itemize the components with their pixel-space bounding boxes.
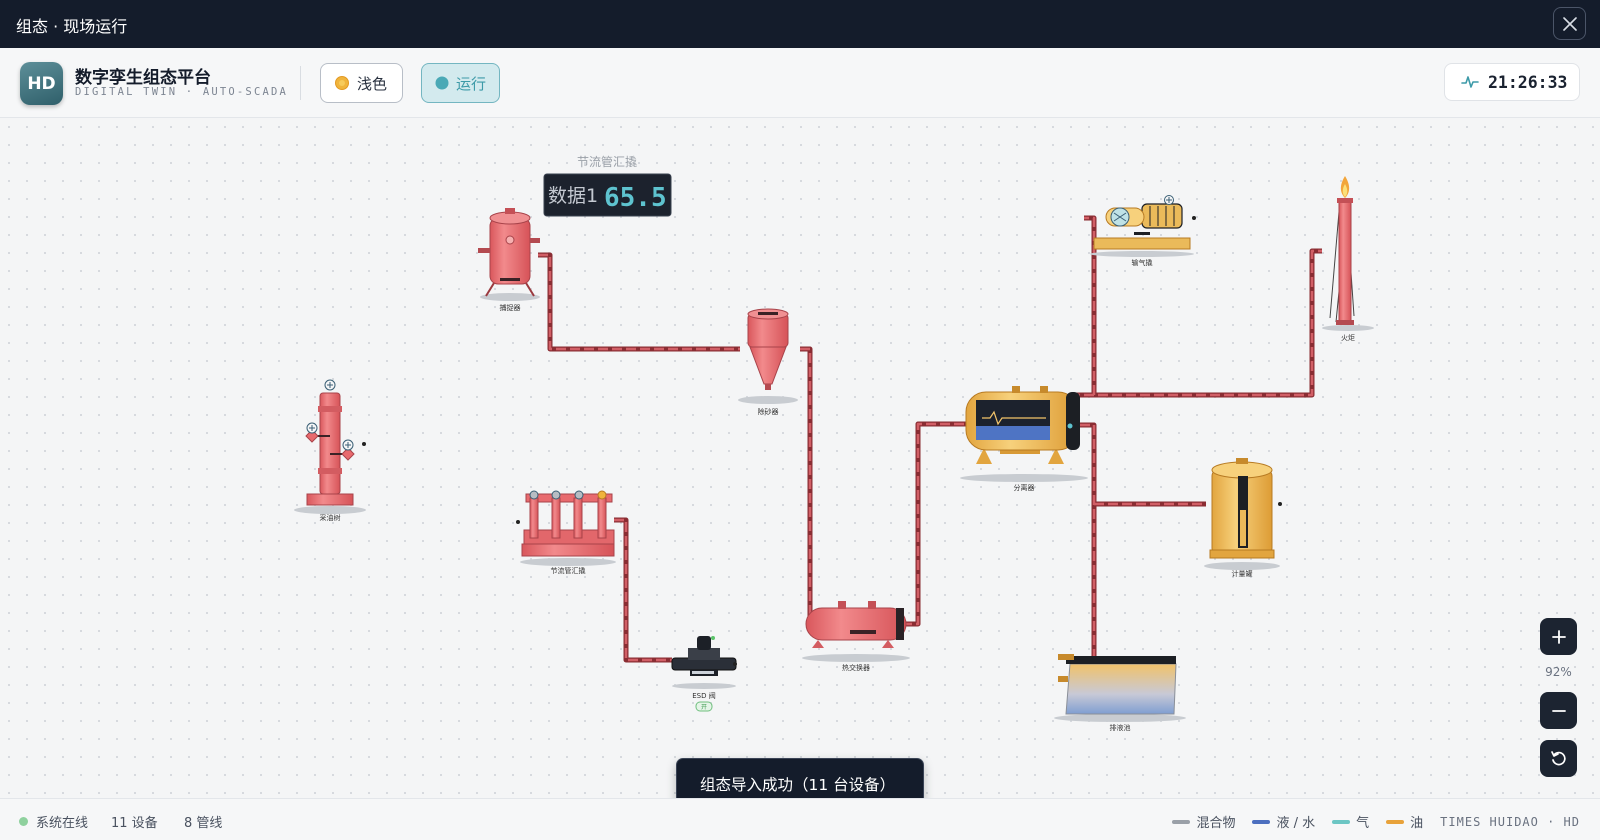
legend-item-mixture: 混合物 xyxy=(1172,812,1235,831)
run-button-label: 运行 xyxy=(456,74,487,93)
legend-label: 气 xyxy=(1356,816,1370,831)
pipe-collector-sandremover[interactable] xyxy=(538,252,740,352)
process-diagram: 节流管汇撬 数据1 65.5 捕捉器 除砂器 xyxy=(294,154,1374,732)
sun-icon xyxy=(335,76,349,90)
system-status: 系统在线 xyxy=(19,812,88,831)
pipe-separator-flare[interactable] xyxy=(1070,248,1322,398)
app-subtitle: DIGITAL TWIN · AUTO-SCADA xyxy=(75,86,289,98)
clock-display: 21:26:33 xyxy=(1444,63,1580,101)
equipment-heat-exchanger[interactable]: 热交换器 xyxy=(802,601,910,672)
equipment-collector[interactable]: 捕捉器 xyxy=(478,208,540,312)
pipe-legend: 混合物 液 / 水 气 油 TIMES HUIDAO · HD xyxy=(1172,812,1580,831)
theme-button-label: 浅色 xyxy=(357,74,388,93)
online-dot-icon xyxy=(19,817,28,826)
equipment-flare[interactable]: 火炬 xyxy=(1322,176,1374,342)
header-divider xyxy=(300,66,301,100)
label-separator: 分离器 xyxy=(1014,483,1035,492)
theme-toggle-button[interactable]: 浅色 xyxy=(320,63,403,103)
equipment-metering-tank[interactable]: 计量罐 xyxy=(1204,458,1282,578)
legend-item-liquid: 液 / 水 xyxy=(1252,812,1315,831)
legend-label: 油 xyxy=(1410,816,1424,831)
equipment-drain-pool[interactable]: 排液池 xyxy=(1054,654,1186,732)
legend-label: 混合物 xyxy=(1196,816,1236,831)
label-flare: 火炬 xyxy=(1341,334,1355,342)
equipment-choke-manifold[interactable]: 节流管汇撬 xyxy=(516,490,616,575)
legend-item-gas: 气 xyxy=(1332,812,1369,831)
equipment-esd-valve[interactable]: ESD 阀 开 xyxy=(671,636,737,712)
legend-swatch xyxy=(1332,819,1351,824)
zoom-out-button[interactable] xyxy=(1540,692,1577,729)
label-esd-valve: ESD 阀 xyxy=(692,691,715,700)
label-collector: 捕捉器 xyxy=(500,303,521,312)
equipment-compressor[interactable]: 输气撬 xyxy=(1090,195,1196,268)
clock-time: 21:26:33 xyxy=(1488,72,1568,92)
esd-valve-state: 开 xyxy=(701,704,707,711)
run-mode-button[interactable]: 运行 xyxy=(421,63,500,103)
data-panel[interactable]: 节流管汇撬 数据1 65.5 xyxy=(543,154,672,217)
close-icon xyxy=(1562,16,1577,31)
label-wellhead: 采油树 xyxy=(320,513,341,522)
device-count: 11 设备 xyxy=(111,816,158,831)
status-bar: 系统在线 11 设备 8 管线 混合物 液 / 水 气 油 TIMES HUID… xyxy=(0,798,1600,840)
reset-view-button[interactable] xyxy=(1540,740,1577,777)
legend-swatch xyxy=(1252,819,1271,824)
equipment-separator[interactable]: 分离器 xyxy=(960,386,1088,492)
label-compressor: 输气撬 xyxy=(1132,258,1153,267)
equipment-wellhead[interactable]: 采油树 xyxy=(294,379,366,522)
toast-message: 组态导入成功（11 台设备） xyxy=(700,776,896,794)
legend-label: 液 / 水 xyxy=(1276,816,1316,831)
plus-icon xyxy=(1551,629,1566,644)
pipe-separator-drain[interactable] xyxy=(1080,422,1097,658)
app-header: HD 数字孪生组态平台 DIGITAL TWIN · AUTO-SCADA 浅色… xyxy=(0,48,1600,118)
equipment-sand-remover[interactable]: 除砂器 xyxy=(738,308,798,416)
window-title: 组态 · 现场运行 xyxy=(16,17,128,36)
scada-canvas[interactable]: 节流管汇撬 数据1 65.5 捕捉器 除砂器 xyxy=(0,118,1600,798)
data-panel-label: 数据1 xyxy=(548,185,598,207)
data-panel-caption: 节流管汇撬 xyxy=(577,154,637,169)
zoom-level: 92% xyxy=(1545,665,1572,679)
label-drain-pool: 排液池 xyxy=(1110,723,1131,732)
legend-swatch xyxy=(1386,819,1405,824)
label-sand-remover: 除砂器 xyxy=(758,407,779,416)
pipe-count: 8 管线 xyxy=(184,816,223,831)
app-title: 数字孪生组态平台 xyxy=(75,68,211,88)
zoom-in-button[interactable] xyxy=(1540,618,1577,655)
footer-brand: TIMES HUIDAO · HD xyxy=(1440,814,1580,829)
system-status-label: 系统在线 xyxy=(36,816,89,831)
pipe-manifold-esd[interactable] xyxy=(614,517,672,663)
label-choke-manifold: 节流管汇撬 xyxy=(551,566,586,575)
run-status-dot-icon xyxy=(435,76,449,90)
legend-swatch xyxy=(1172,819,1191,824)
pulse-icon xyxy=(1461,76,1479,88)
pipelines xyxy=(538,215,1322,663)
window-titlebar: 组态 · 现场运行 xyxy=(0,0,1600,48)
logo: HD xyxy=(20,62,63,105)
pipe-heatexchanger-separator[interactable] xyxy=(902,421,966,627)
pipe-sandremover-heatexchanger[interactable] xyxy=(800,346,813,624)
minus-icon xyxy=(1551,709,1566,712)
reset-icon xyxy=(1550,750,1566,765)
data-panel-value: 65.5 xyxy=(604,183,667,213)
legend-item-oil: 油 xyxy=(1386,812,1423,831)
label-metering-tank: 计量罐 xyxy=(1232,569,1253,578)
label-heat-exchanger: 热交换器 xyxy=(842,663,870,672)
close-button[interactable] xyxy=(1553,7,1586,40)
pipe-gas-compressor[interactable] xyxy=(1084,215,1097,395)
